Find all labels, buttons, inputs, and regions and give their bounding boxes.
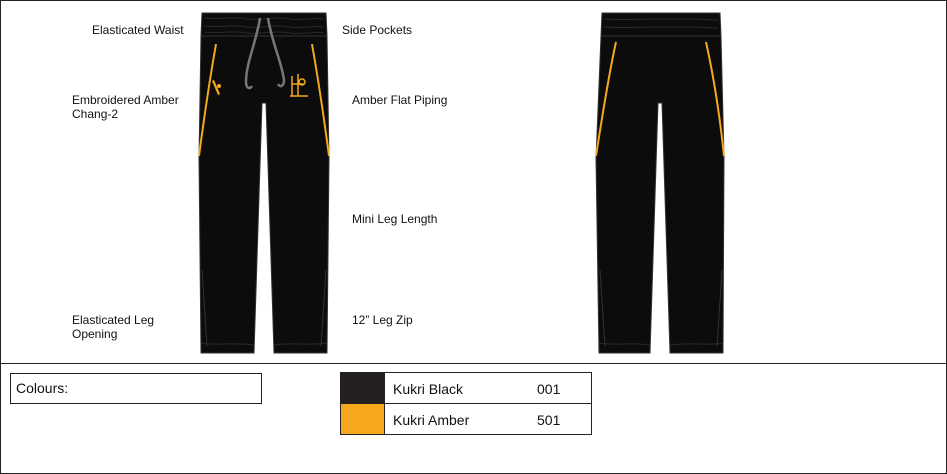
callout-mini-leg-length: Mini Leg Length [352, 212, 438, 226]
swatch-code: 001 [537, 381, 561, 397]
trousers-front-illustration [198, 12, 330, 354]
callout-amber-piping: Amber Flat Piping [352, 93, 448, 107]
colour-swatch-table: Kukri Black 001 Kukri Amber 501 [340, 372, 592, 435]
swatch-row: Kukri Amber 501 [341, 404, 591, 434]
callout-elasticated-leg-line2: Opening [72, 327, 118, 341]
embroidered-crest-icon [290, 74, 308, 97]
trousers-back-illustration [595, 12, 725, 354]
swatch-code: 501 [537, 412, 561, 428]
swatch-name: Kukri Black [393, 381, 464, 397]
callout-leg-zip: 12” Leg Zip [352, 313, 413, 327]
swatch-name: Kukri Amber [393, 412, 470, 428]
swatch-row: Kukri Black 001 [341, 373, 591, 404]
callout-elasticated-waist: Elasticated Waist [92, 23, 184, 37]
colours-label-box: Colours: [10, 373, 262, 404]
colours-label: Colours: [16, 380, 69, 396]
callout-side-pockets: Side Pockets [342, 23, 413, 37]
section-divider [0, 363, 947, 364]
callout-embroidered-line2: Chang-2 [72, 107, 119, 121]
callout-elasticated-leg-line1: Elasticated Leg [72, 313, 155, 327]
kukri-logo-icon [212, 80, 221, 95]
swatch-chip-amber [341, 404, 385, 434]
callout-embroidered-line1: Embroidered Amber [72, 93, 179, 107]
swatch-chip-black [341, 373, 385, 403]
